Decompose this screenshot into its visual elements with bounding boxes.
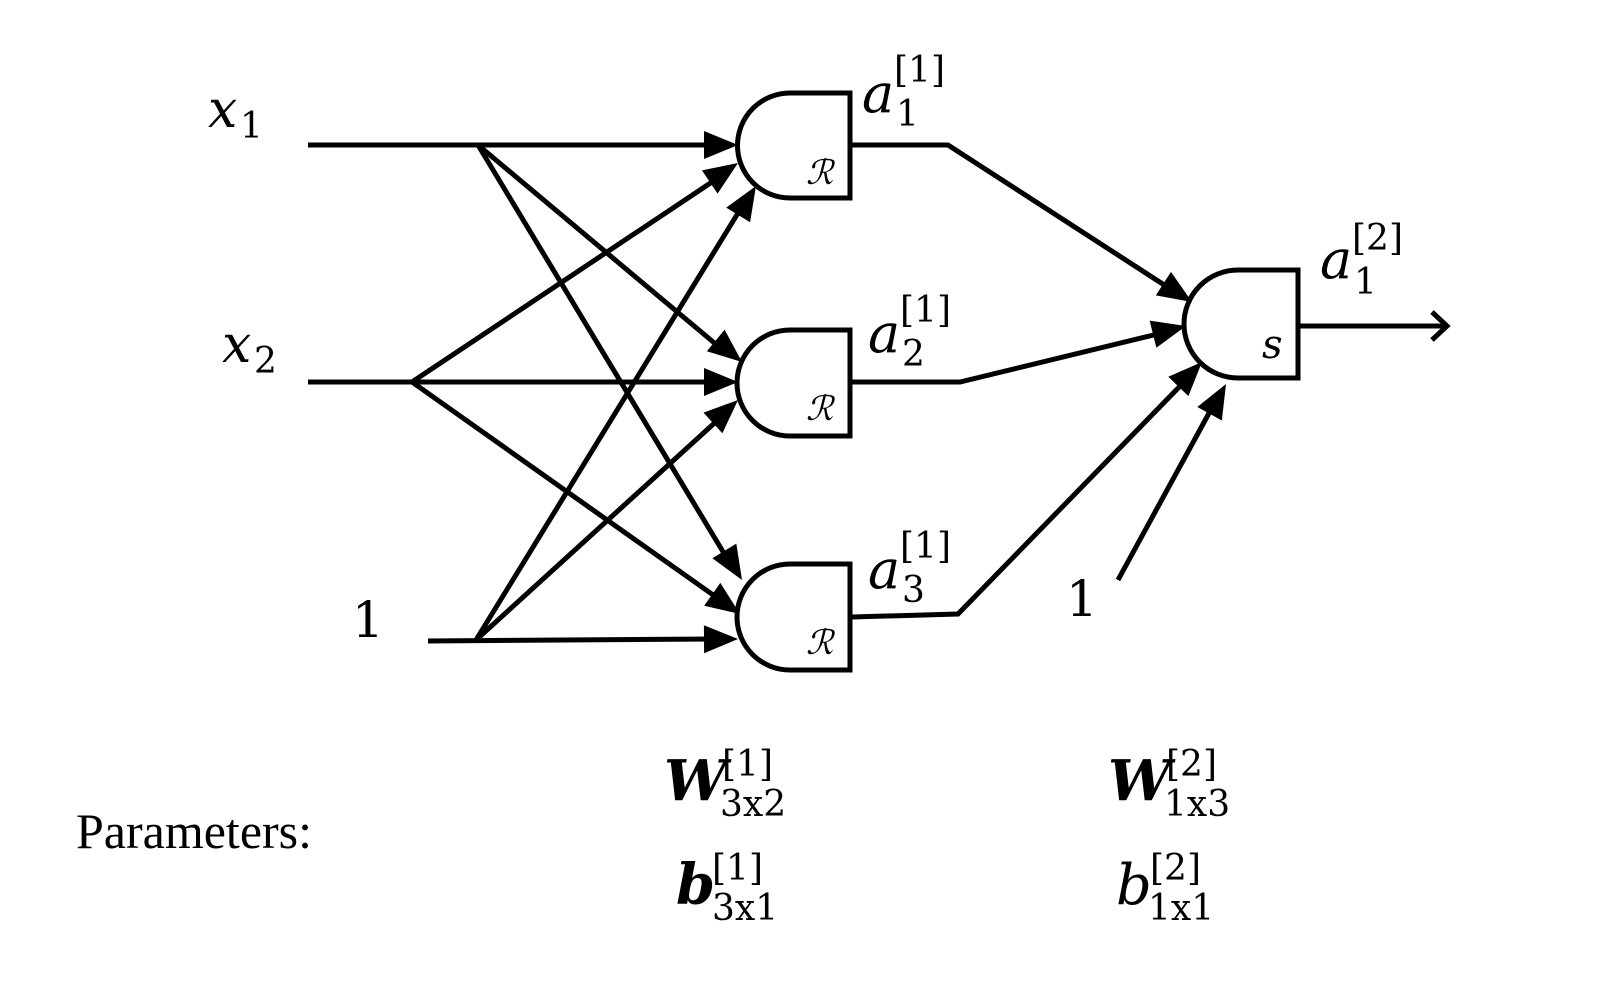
arrowhead-bias-h3 bbox=[703, 625, 738, 654]
x2-symbol: x bbox=[222, 315, 251, 375]
parameters-label: Parameters: bbox=[76, 803, 312, 859]
b1-symbol: b bbox=[676, 852, 715, 918]
output-a-superscript: [2] bbox=[1352, 218, 1403, 259]
wire-bias2-o1 bbox=[1115, 402, 1217, 582]
arrowhead-x2-h3 bbox=[704, 582, 740, 614]
a3-superscript: [1] bbox=[900, 526, 951, 567]
W1-superscript: [1] bbox=[722, 744, 773, 785]
output-arrow-icon bbox=[1430, 310, 1451, 342]
output-bias-label: 1 bbox=[1066, 570, 1098, 628]
b1-superscript: [1] bbox=[712, 848, 763, 889]
wire-bias-h3 bbox=[427, 636, 713, 644]
output-a-subscript: 1 bbox=[1354, 262, 1377, 303]
wire-bias-h1 bbox=[473, 198, 749, 642]
arrowhead-x2-h1 bbox=[701, 163, 738, 194]
hidden-label-a2: a 2 [1] bbox=[868, 290, 951, 375]
hidden-node-2: ℛ bbox=[734, 327, 853, 439]
input-label-bias: 1 bbox=[352, 591, 384, 649]
a2-subscript: 2 bbox=[902, 334, 925, 375]
arrowhead-x2-h2 bbox=[704, 368, 738, 396]
relu-glyph-2: ℛ bbox=[806, 389, 836, 429]
output-label-a1-2: a 1 [2] bbox=[1320, 218, 1403, 303]
a3-subscript: 3 bbox=[902, 570, 925, 611]
input-label-x1: x 1 bbox=[208, 80, 263, 147]
arrowhead-x1-h1 bbox=[704, 131, 738, 159]
hidden-label-a1: a 1 [1] bbox=[862, 50, 945, 135]
hidden-node-3: ℛ bbox=[734, 561, 853, 673]
b2-subscript: 1x1 bbox=[1148, 888, 1214, 929]
arrowhead-h3-o1 bbox=[1168, 362, 1202, 397]
x2-subscript: 2 bbox=[254, 341, 277, 382]
wire-h3-o1 bbox=[851, 378, 1188, 620]
hidden-node-2-gate bbox=[734, 327, 853, 439]
W2-superscript: [2] bbox=[1166, 744, 1217, 785]
hidden-node-1-gate bbox=[735, 90, 853, 201]
a3-symbol: a bbox=[868, 538, 900, 601]
wire-x2-h3 bbox=[410, 379, 718, 600]
b2-symbol: b bbox=[1116, 853, 1152, 918]
param-b1: b [1] 3x1 bbox=[676, 848, 778, 929]
x1-subscript: 1 bbox=[240, 106, 263, 147]
wire-h2-o1 bbox=[852, 329, 1167, 385]
wire-x1-h3 bbox=[475, 143, 731, 562]
b1-subscript: 3x1 bbox=[712, 888, 778, 929]
b2-superscript: [2] bbox=[1150, 848, 1201, 889]
hidden-node-3-gate bbox=[734, 561, 853, 673]
output-node: s bbox=[1181, 267, 1301, 381]
W1-symbol: W bbox=[664, 748, 732, 814]
wire-x2-h1 bbox=[410, 175, 720, 385]
W2-symbol: W bbox=[1108, 748, 1176, 814]
arrowhead-bias-h2 bbox=[703, 400, 738, 434]
a1-superscript: [1] bbox=[894, 50, 945, 91]
relu-glyph-3: ℛ bbox=[806, 623, 836, 663]
wire-h1-o1 bbox=[852, 142, 1174, 293]
arrowhead-h1-o1 bbox=[1155, 271, 1192, 302]
hidden-node-1: ℛ bbox=[735, 90, 853, 201]
arrowhead-x1-h3 bbox=[712, 543, 742, 580]
arrowhead-bias-h1 bbox=[726, 186, 756, 223]
output-node-gate bbox=[1181, 267, 1301, 381]
a1-subscript: 1 bbox=[896, 94, 919, 135]
arrowhead-bias2-o1 bbox=[1197, 384, 1226, 421]
input-label-x2: x 2 bbox=[222, 315, 277, 382]
relu-glyph-1: ℛ bbox=[806, 153, 836, 193]
arrowhead-x1-h2 bbox=[706, 329, 742, 362]
a2-superscript: [1] bbox=[900, 290, 951, 331]
arrowhead-h2-o1 bbox=[1149, 320, 1186, 348]
param-W2: W [2] 1x3 bbox=[1108, 744, 1230, 825]
hidden-label-a3: a 3 [1] bbox=[868, 526, 951, 611]
x1-symbol: x bbox=[208, 80, 237, 140]
wire-bias-h2 bbox=[474, 416, 722, 642]
W1-subscript: 3x2 bbox=[720, 784, 786, 825]
a1-symbol: a bbox=[862, 62, 894, 125]
param-b2: b [2] 1x1 bbox=[1116, 848, 1214, 929]
param-W1: W [1] 3x2 bbox=[664, 744, 786, 825]
W2-subscript: 1x3 bbox=[1164, 784, 1230, 825]
sigmoid-glyph: s bbox=[1262, 322, 1283, 368]
a2-symbol: a bbox=[868, 302, 900, 365]
output-a-symbol: a bbox=[1320, 228, 1352, 291]
